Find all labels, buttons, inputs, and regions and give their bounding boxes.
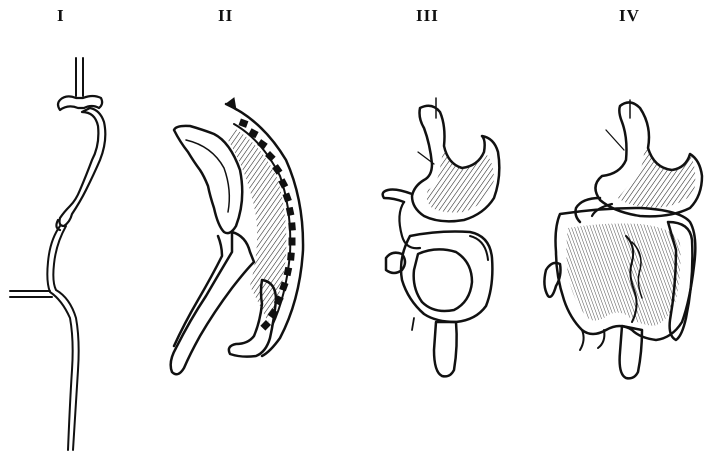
panel-iv-drawing <box>544 100 702 378</box>
panel-iii-drawing <box>383 98 500 376</box>
panel-i-drawing <box>10 58 105 450</box>
panel-ii-drawing <box>171 98 303 374</box>
